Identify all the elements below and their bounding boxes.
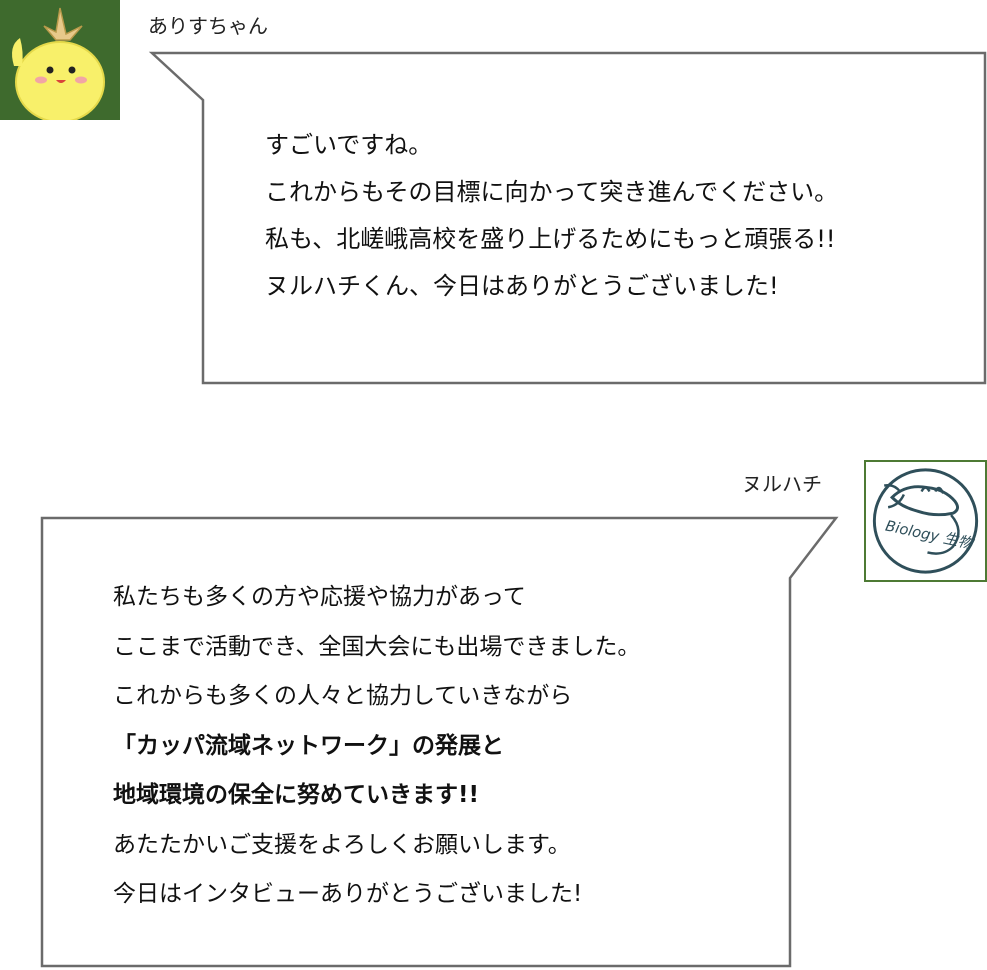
- message-line: 私も、北嵯峨高校を盛り上げるためにもっと頑張る!!: [265, 225, 836, 253]
- message-line: ここまで活動でき、全国大会にも出場できました。: [113, 633, 641, 660]
- highlighted-line: 地域環境の保全に努めていきます!!: [93, 771, 640, 824]
- arisu-avatar: [0, 0, 120, 120]
- message-nurhachi: 私たちも多くの方や応援や協力があって ここまで活動でき、全国大会にも出場できまし…: [93, 573, 641, 920]
- message-line: これからもその目標に向かって突き進んでください。: [265, 178, 839, 206]
- speech-bubble-arisu: [148, 51, 987, 385]
- message-line: これからも多くの人々と協力していきながら: [113, 683, 573, 709]
- message-line: すごいですね。: [265, 131, 433, 159]
- speaker-name-nurhachi: ヌルハチ: [742, 472, 822, 496]
- message-line: 私たちも多くの方や応援や協力があって: [113, 584, 526, 610]
- speech-bubble-nurhachi: [40, 516, 839, 968]
- message-line: あたたかいご支援をよろしくお願いします。: [113, 831, 571, 858]
- message-line: 今日はインタビューありがとうございました!: [113, 881, 583, 907]
- message-line: ヌルハチくん、今日はありがとうございました!: [265, 272, 779, 300]
- highlighted-line: 「カッパ流域ネットワーク」の発展と: [93, 722, 640, 775]
- speaker-name-arisu: ありすちゃん: [148, 14, 268, 38]
- biology-catfish-logo-icon: Biology 生物: [872, 468, 979, 574]
- biology-logo-text: Biology 生物: [884, 518, 976, 554]
- yellow-chick-character-icon: [0, 0, 120, 120]
- nurhachi-avatar: Biology 生物: [864, 460, 987, 582]
- highlighted-text: 地域環境の保全に努めていきます!!: [93, 771, 507, 824]
- highlighted-text: 「カッパ流域ネットワーク」の発展と: [93, 722, 510, 775]
- message-arisu: すごいですね。 これからもその目標に向かって突き進んでください。 私も、北嵯峨高…: [265, 122, 838, 310]
